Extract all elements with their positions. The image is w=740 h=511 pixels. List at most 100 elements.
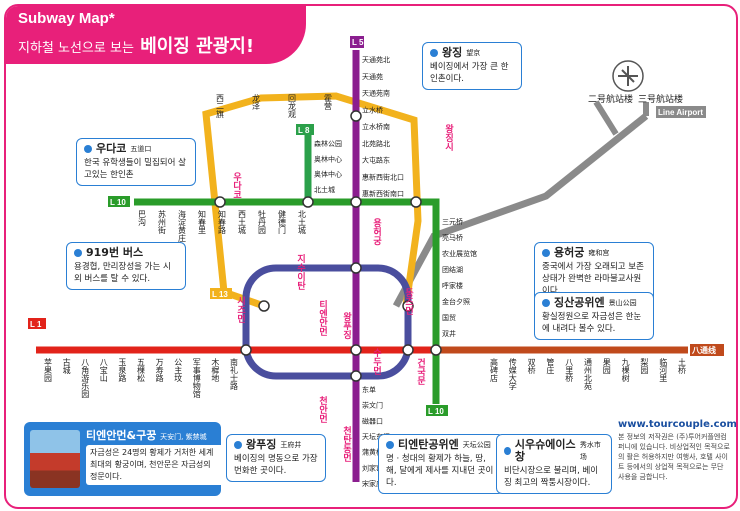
stamp-dongzhimen: 동즈먼 bbox=[403, 288, 413, 315]
l13-label: L 13 bbox=[212, 290, 228, 299]
station-label: 团结湖 bbox=[442, 265, 463, 274]
stamp-yonghe: 용허궁 bbox=[371, 218, 381, 245]
station-label: 农业展览馆 bbox=[442, 249, 477, 258]
pin-icon bbox=[234, 441, 242, 449]
spot-hanzi: 雍和宫 bbox=[588, 249, 610, 257]
station-label: 公主坟 bbox=[174, 358, 183, 383]
spot-desc: 한국 유학생들이 밀집되어 살고있는 한인촌 bbox=[84, 158, 186, 180]
spot-desc: 중국에서 가장 오래되고 보존상태가 완벽한 라마불교사원이다. bbox=[542, 262, 644, 296]
station-label: 森林公园 bbox=[314, 139, 342, 148]
station-label: 临河里 bbox=[659, 357, 668, 382]
stamp-wudaokou: 우다코 bbox=[231, 172, 241, 199]
station-label: 健德门 bbox=[278, 209, 287, 235]
station-label: 苏州街 bbox=[158, 209, 167, 235]
station-label: 惠新西街北口 bbox=[362, 172, 404, 181]
batong-badge bbox=[690, 344, 724, 356]
map-frame: Subway Map* 지하철 노선으로 보는 베이징 관광지! L 5 L 8… bbox=[4, 4, 738, 509]
footer-note: 본 정보의 저작권은 (주)투어커플엔컴퍼니에 있습니다. 비상업적인 목적으로… bbox=[618, 433, 730, 481]
l10-label-south: L 10 bbox=[428, 407, 444, 416]
page-title: 지하철 노선으로 보는 베이징 관광지! bbox=[18, 32, 254, 58]
spot-title: 티엔탄공위엔 bbox=[398, 438, 459, 451]
header: Subway Map* 지하철 노선으로 보는 베이징 관광지! bbox=[6, 6, 306, 64]
spot-title: 시우슈에이스창 bbox=[514, 438, 576, 463]
station-label: 蒲黄榆 bbox=[362, 448, 383, 457]
subway-map: L 5 L 8 L 10 L 10 L 13 L 1 八通线 Line Airp… bbox=[28, 36, 724, 488]
station-label: 土桥 bbox=[678, 357, 687, 375]
station-label: 磁器口 bbox=[362, 416, 383, 425]
station-label: 高碑店 bbox=[490, 357, 499, 383]
pin-icon bbox=[84, 145, 92, 153]
spot-bus919[interactable]: 919번 버스 용경협, 만리장성을 가는 시외 버스를 탈 수 있다. bbox=[66, 242, 186, 290]
station-label: 梨园 bbox=[640, 357, 649, 375]
spot-hanzi: 天安门, 紫禁城 bbox=[160, 433, 207, 441]
station-label: 刘家窑 bbox=[362, 463, 383, 472]
station-label: 立水桥南 bbox=[362, 122, 390, 131]
station-label: 国贸 bbox=[442, 313, 456, 322]
spot-desc: 베이징에서 가장 큰 한인촌이다. bbox=[430, 62, 509, 84]
interchange-dots bbox=[214, 110, 442, 382]
station-label: 立水桥 bbox=[362, 105, 383, 114]
station-label: 西二旗 bbox=[216, 94, 225, 119]
pin-icon bbox=[74, 249, 82, 257]
l10-badge-south bbox=[426, 405, 448, 416]
station-label: 宋家庄 bbox=[362, 479, 383, 488]
spot-desc: 자금성은 24명의 황제가 거처한 세계 최대의 황궁이며, 천안문은 자금성의… bbox=[86, 445, 224, 485]
l13-badge bbox=[210, 288, 232, 299]
spot-title: 왕푸징 bbox=[246, 438, 277, 451]
line-1-stations: 苹果园古城八角游乐园八宝山玉泉路五棵松万寿路公主坟军事博物馆木樨地南礼士路 bbox=[44, 357, 239, 399]
station-label: 木樨地 bbox=[211, 357, 220, 382]
station-label: 北苑路北 bbox=[362, 139, 390, 148]
spot-hanzi: 五道口 bbox=[130, 145, 152, 153]
station-label: 知春里 bbox=[198, 209, 207, 234]
spot-tiananmen[interactable]: 티엔안먼&구꿍 天安门, 紫禁城 자금성은 24명의 황제가 거처한 세계 최대… bbox=[24, 422, 224, 496]
station-label: 三元桥 bbox=[442, 217, 463, 226]
l10-label-west: L 10 bbox=[110, 198, 126, 207]
stamp-qianmen: 천안먼 bbox=[317, 396, 327, 423]
spot-desc: 베이징의 명동으로 가장 번화한 곳이다. bbox=[234, 454, 318, 476]
stamp-tianan: 티엔안먼 bbox=[317, 300, 327, 336]
station-label: 九棵树 bbox=[621, 358, 630, 383]
station-label: 军事博物馆 bbox=[192, 358, 201, 399]
station-label: 奥林中心 bbox=[314, 154, 342, 163]
station-label: 传媒大学 bbox=[508, 357, 517, 390]
tiananmen-photo bbox=[30, 430, 80, 488]
airport-line bbox=[392, 113, 649, 308]
station-label: 金台夕照 bbox=[442, 297, 470, 306]
station-label: 果园 bbox=[602, 358, 611, 375]
batong-stations: 高碑店传媒大学双桥管庄八里桥通州北苑果园九棵树梨园临河里土桥 bbox=[490, 357, 687, 391]
airport-label: Line Airport bbox=[658, 108, 703, 117]
station-label: 奥体中心 bbox=[314, 170, 342, 179]
station-label: 管庄 bbox=[546, 357, 555, 375]
spot-hanzi: 王府井 bbox=[280, 441, 302, 449]
spot-title: 왕징 bbox=[442, 46, 463, 59]
pin-icon bbox=[542, 299, 550, 307]
station-label: 古城 bbox=[62, 357, 71, 375]
l10-badge bbox=[108, 196, 130, 207]
l8-badge bbox=[296, 124, 314, 135]
stamp-wangjing: 왕징시 bbox=[443, 124, 453, 151]
spot-title-text: 티엔안먼&구꿍 bbox=[86, 429, 157, 442]
station-label: 回龙观 bbox=[288, 94, 297, 119]
station-label: 通州北苑 bbox=[584, 357, 593, 391]
station-label: 五棵松 bbox=[137, 358, 146, 383]
title-prefix: 지하철 노선으로 보는 bbox=[18, 41, 134, 56]
station-label: 北土城 bbox=[314, 185, 335, 194]
spot-title: 티엔안먼&구꿍 天安门, 紫禁城 bbox=[86, 427, 207, 443]
stamp-jianguomen: 건국문 bbox=[415, 358, 425, 385]
station-label: 霍营 bbox=[324, 94, 333, 111]
station-label: 呼家楼 bbox=[442, 281, 463, 290]
spot-desc: 명 · 청대의 황제가 하늘, 땅, 해, 달에게 제사를 지내던 곳이다. bbox=[386, 454, 494, 488]
station-label: 崇文门 bbox=[362, 401, 383, 410]
pin-icon bbox=[430, 49, 438, 57]
station-label: 南礼士路 bbox=[230, 357, 239, 390]
line-2 bbox=[242, 264, 412, 380]
footer-url[interactable]: www.tourcouple.com bbox=[618, 419, 737, 430]
airport-t2: 二号航站楼 bbox=[588, 93, 633, 105]
